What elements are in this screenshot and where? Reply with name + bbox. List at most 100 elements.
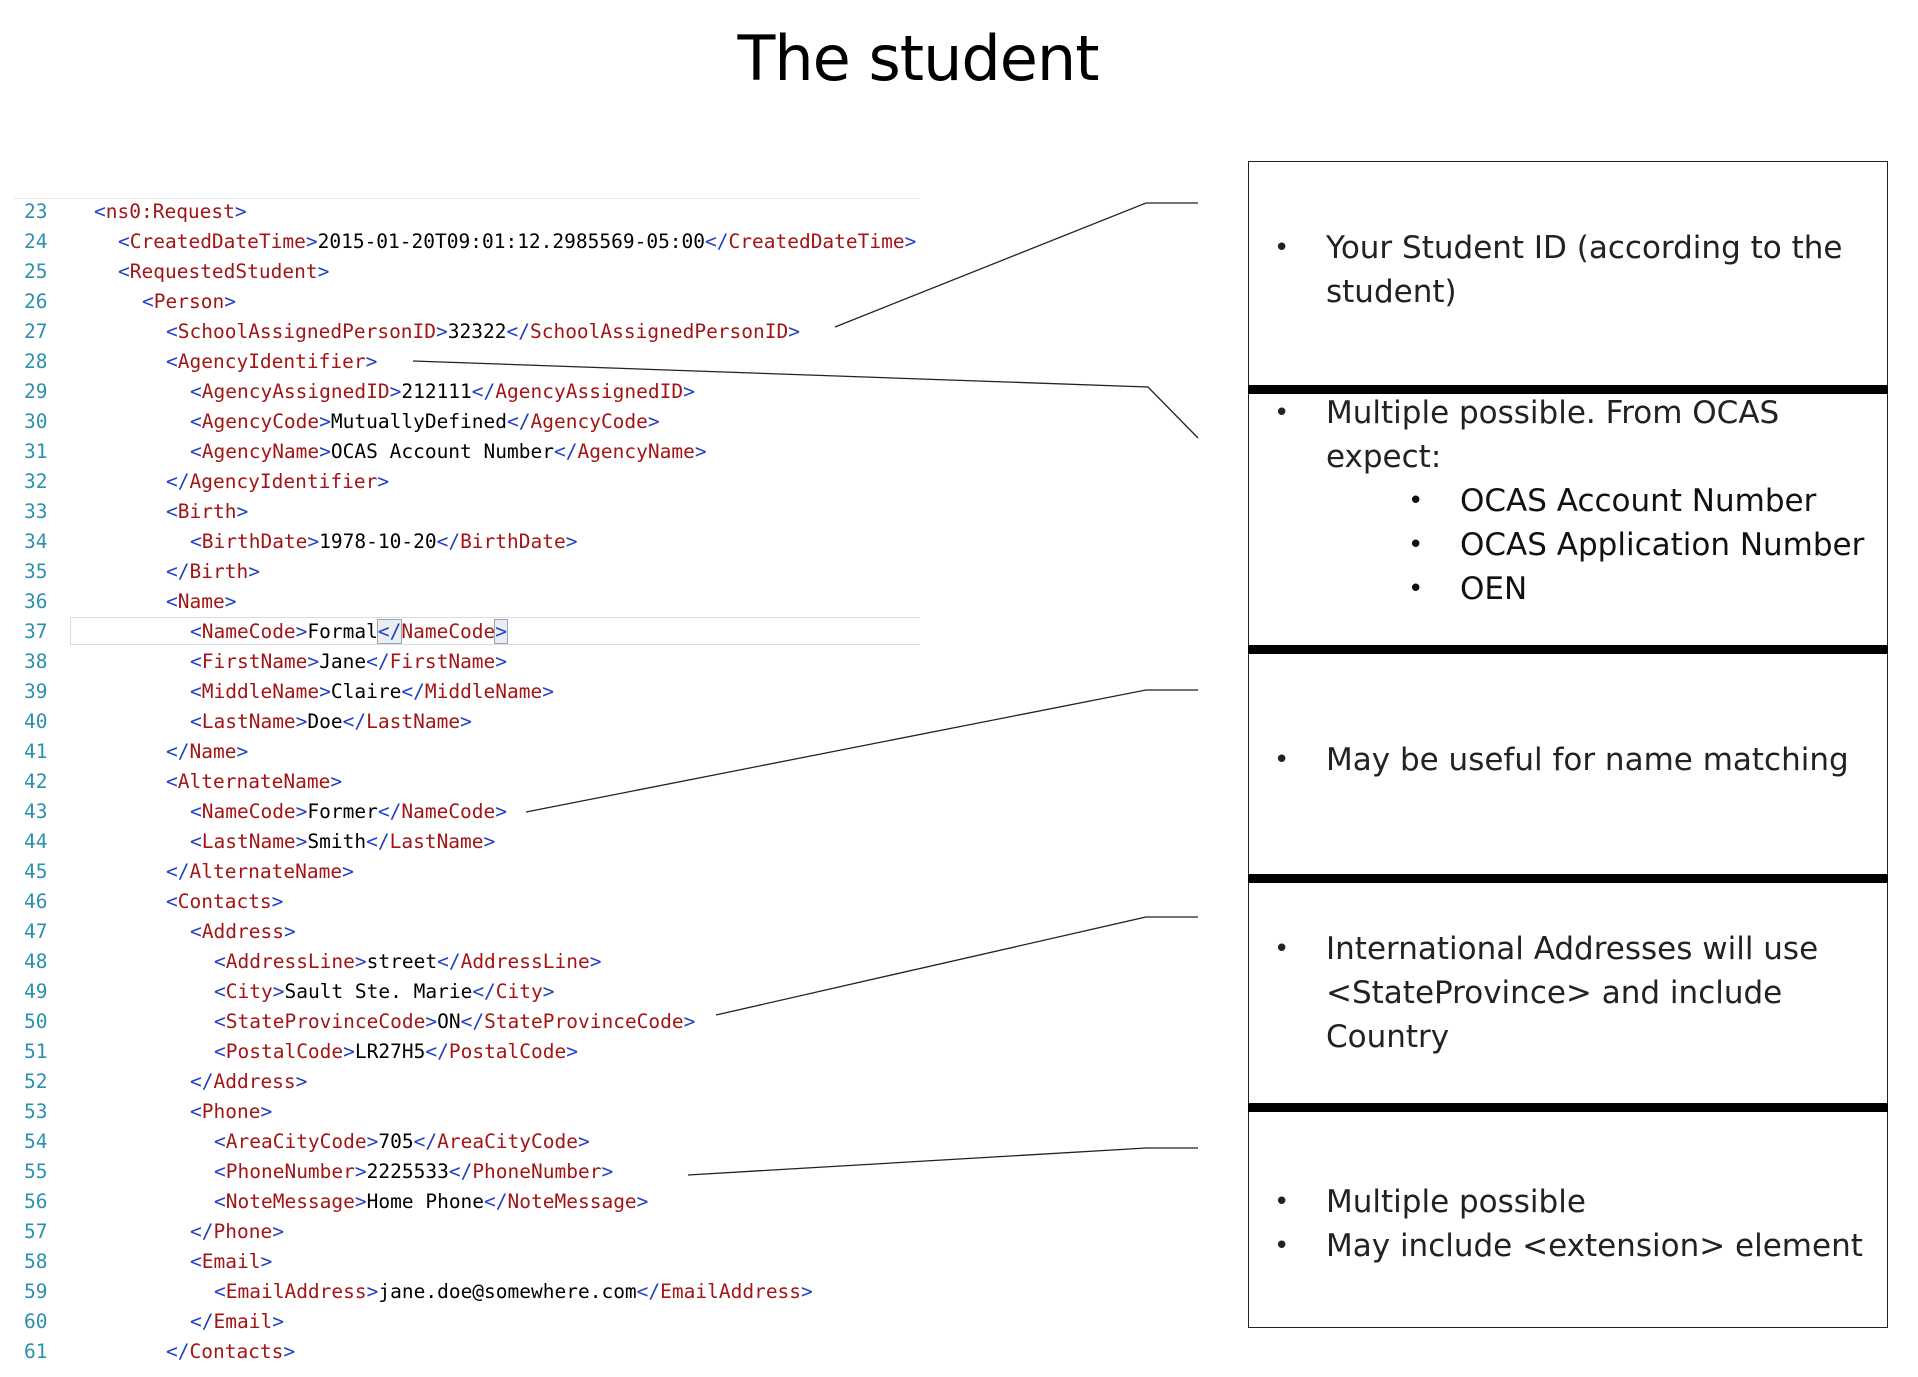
- tag-bracket: >: [354, 950, 367, 973]
- code-line[interactable]: 42<AlternateName>: [14, 767, 920, 797]
- code-line[interactable]: 54<AreaCityCode>705</AreaCityCode>: [14, 1127, 920, 1157]
- code-text: </Name>: [166, 737, 248, 767]
- code-line[interactable]: 58<Email>: [14, 1247, 920, 1277]
- code-line[interactable]: 36<Name>: [14, 587, 920, 617]
- code-text: <LastName>Doe</LastName>: [190, 707, 472, 737]
- code-line[interactable]: 28<AgencyIdentifier>: [14, 347, 920, 377]
- tag-name: LastName: [201, 830, 296, 853]
- code-line[interactable]: 49<City>Sault Ste. Marie</City>: [14, 977, 920, 1007]
- code-line[interactable]: 44<LastName>Smith</LastName>: [14, 827, 920, 857]
- tag-bracket: </: [366, 830, 390, 853]
- code-line[interactable]: 38<FirstName>Jane</FirstName>: [14, 647, 920, 677]
- tag-name: NameCode: [401, 620, 496, 643]
- tag-bracket: </: [166, 1340, 190, 1363]
- line-number: 35: [24, 560, 48, 583]
- code-line[interactable]: 39<MiddleName>Claire</MiddleName>: [14, 677, 920, 707]
- code-line[interactable]: 56<NoteMessage>Home Phone</NoteMessage>: [14, 1187, 920, 1217]
- tag-name: SchoolAssignedPersonID: [177, 320, 437, 343]
- code-line[interactable]: 31<AgencyName>OCAS Account Number</Agenc…: [14, 437, 920, 467]
- line-number: 59: [24, 1280, 48, 1303]
- tag-name: Name: [189, 740, 237, 763]
- line-number: 54: [24, 1130, 48, 1153]
- tag-name: PostalCode: [225, 1040, 344, 1063]
- code-line[interactable]: 34<BirthDate>1978-10-20</BirthDate>: [14, 527, 920, 557]
- code-line[interactable]: 32</AgencyIdentifier>: [14, 467, 920, 497]
- note-bullet: •Your Student ID (according to the stude…: [1248, 226, 1888, 314]
- tag-bracket: >: [377, 470, 390, 493]
- code-line[interactable]: 30<AgencyCode>MutuallyDefined</AgencyCod…: [14, 407, 920, 437]
- current-line-highlight: [70, 617, 920, 645]
- tag-name: City: [495, 980, 543, 1003]
- code-text: <CreatedDateTime>2015-01-20T09:01:12.298…: [118, 227, 916, 257]
- tag-bracket: >: [389, 380, 402, 403]
- code-line[interactable]: 47<Address>: [14, 917, 920, 947]
- code-line[interactable]: 26<Person>: [14, 287, 920, 317]
- tag-bracket: >: [307, 530, 320, 553]
- code-text: <AlternateName>: [166, 767, 342, 797]
- tag-bracket: </: [166, 740, 190, 763]
- tag-bracket: </: [436, 530, 461, 553]
- tag-bracket: >: [295, 710, 308, 733]
- code-line[interactable]: 24<CreatedDateTime>2015-01-20T09:01:12.2…: [14, 227, 920, 257]
- tag-bracket: >: [271, 890, 284, 913]
- code-line[interactable]: 60</Email>: [14, 1307, 920, 1337]
- code-line[interactable]: 52</Address>: [14, 1067, 920, 1097]
- code-text: <Email>: [190, 1247, 272, 1277]
- tag-name: Person: [153, 290, 225, 313]
- code-line[interactable]: 33<Birth>: [14, 497, 920, 527]
- code-line[interactable]: 25<RequestedStudent>: [14, 257, 920, 287]
- line-number: 48: [24, 950, 48, 973]
- tag-bracket: </: [472, 980, 496, 1003]
- line-number: 55: [24, 1160, 48, 1183]
- xml-code-editor[interactable]: 23<ns0:Request>24<CreatedDateTime>2015-0…: [14, 197, 920, 1367]
- tag-name: FirstName: [389, 650, 496, 673]
- code-line[interactable]: 61</Contacts>: [14, 1337, 920, 1367]
- bullet-icon: •: [1408, 486, 1424, 516]
- code-line[interactable]: 45</AlternateName>: [14, 857, 920, 887]
- note-bullet: •May include <extension> element: [1248, 1224, 1888, 1268]
- code-line[interactable]: 37<NameCode>Formal</NameCode>: [14, 617, 920, 647]
- bullet-icon: •: [1274, 1231, 1290, 1261]
- code-text: <AgencyIdentifier>: [166, 347, 377, 377]
- code-line[interactable]: 40<LastName>Doe</LastName>: [14, 707, 920, 737]
- tag-bracket: <: [166, 500, 178, 523]
- code-line[interactable]: 41</Name>: [14, 737, 920, 767]
- tag-bracket: >: [319, 440, 331, 463]
- code-line[interactable]: 23<ns0:Request>: [14, 197, 920, 227]
- code-line[interactable]: 29<AgencyAssignedID>212111</AgencyAssign…: [14, 377, 920, 407]
- line-number: 45: [24, 860, 48, 883]
- code-text: <FirstName>Jane</FirstName>: [190, 647, 507, 677]
- code-line[interactable]: 48<AddressLine>street</AddressLine>: [14, 947, 920, 977]
- code-line[interactable]: 46<Contacts>: [14, 887, 920, 917]
- tag-bracket: <: [214, 950, 226, 973]
- notes-divider: [1248, 1103, 1888, 1112]
- tag-name: Email: [201, 1250, 261, 1273]
- line-number: 29: [24, 380, 48, 403]
- code-line[interactable]: 57</Phone>: [14, 1217, 920, 1247]
- tag-bracket: </: [705, 230, 729, 253]
- tag-bracket: >: [248, 560, 260, 583]
- code-line[interactable]: 51<PostalCode>LR27H5</PostalCode>: [14, 1037, 920, 1067]
- tag-bracket: >: [578, 1130, 590, 1153]
- connector-agency-identifier: [412, 360, 1199, 439]
- tag-bracket: >: [224, 290, 236, 313]
- line-number: 32: [24, 470, 48, 493]
- tag-name: Contacts: [189, 1340, 284, 1363]
- note-section: •Your Student ID (according to the stude…: [1248, 226, 1888, 314]
- code-line[interactable]: 35</Birth>: [14, 557, 920, 587]
- tag-name: CreatedDateTime: [728, 230, 905, 253]
- tag-bracket: </: [506, 320, 530, 343]
- line-number: 25: [24, 260, 48, 283]
- code-line[interactable]: 59<EmailAddress>jane.doe@somewhere.com</…: [14, 1277, 920, 1307]
- tag-bracket: >: [319, 410, 331, 433]
- code-line[interactable]: 53<Phone>: [14, 1097, 920, 1127]
- tag-bracket: >: [295, 800, 308, 823]
- code-line[interactable]: 43<NameCode>Former</NameCode>: [14, 797, 920, 827]
- code-text: <NameCode>Formal</NameCode>: [190, 617, 509, 647]
- tag-bracket: <: [214, 1190, 226, 1213]
- code-line[interactable]: 50<StateProvinceCode>ON</StateProvinceCo…: [14, 1007, 920, 1037]
- tag-bracket: >: [801, 1280, 813, 1303]
- code-line[interactable]: 27<SchoolAssignedPersonID>32322</SchoolA…: [14, 317, 920, 347]
- code-line[interactable]: 55<PhoneNumber>2225533</PhoneNumber>: [14, 1157, 920, 1187]
- code-text: <PostalCode>LR27H5</PostalCode>: [214, 1037, 578, 1067]
